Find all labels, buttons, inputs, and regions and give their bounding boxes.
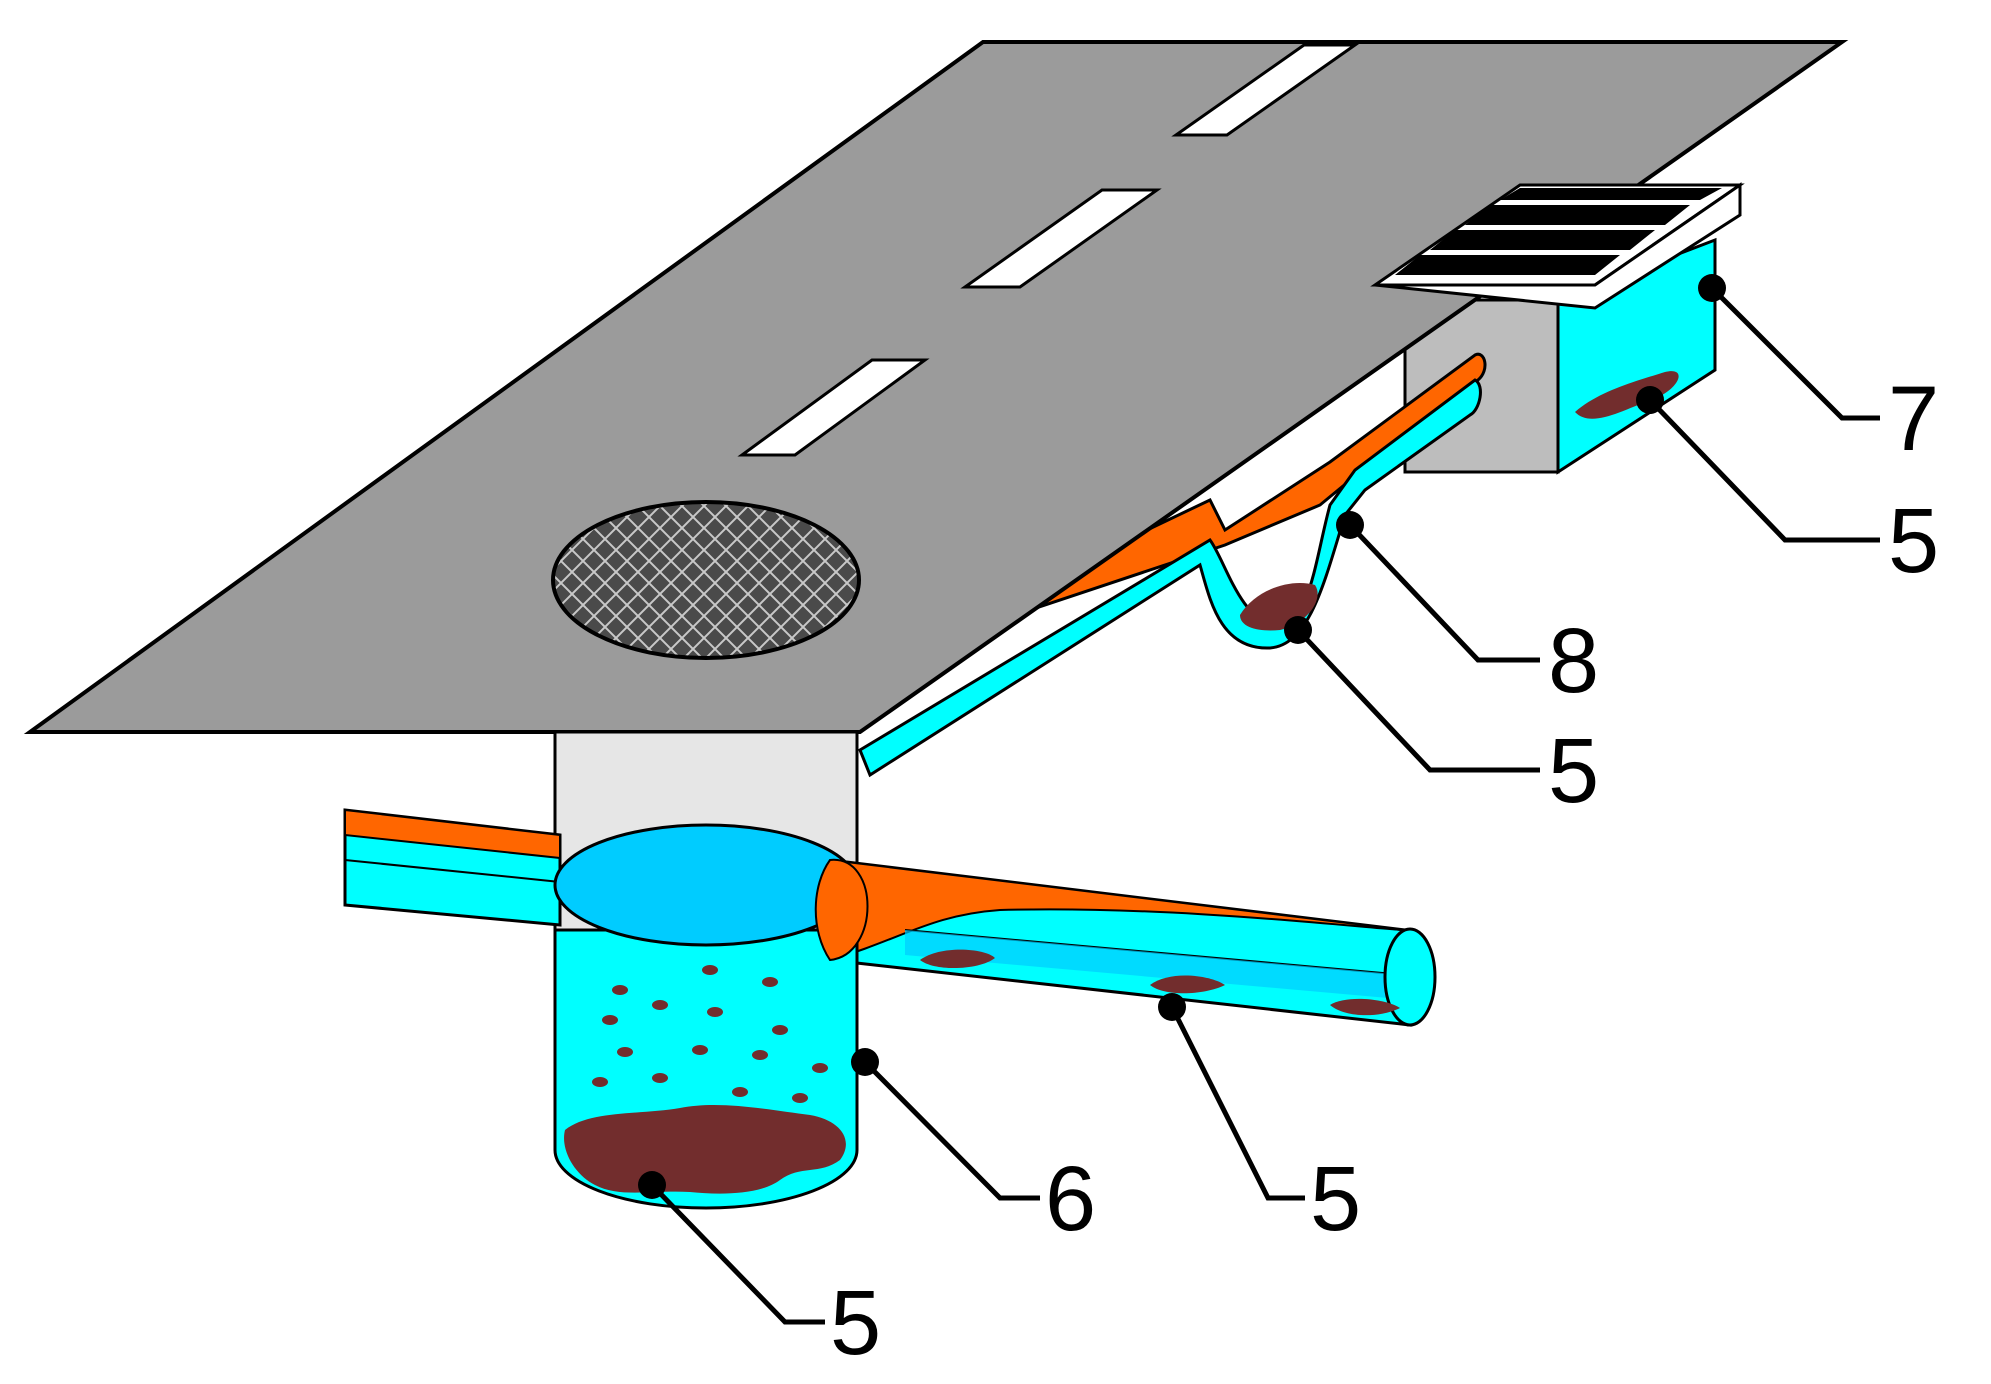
lane-marking [737,358,930,457]
sewer-outlet-wall [829,858,1406,962]
sewer-outlet-opening [1383,927,1437,1027]
callout-trap-sediment: 5 [1284,616,1599,822]
road-deck [23,40,1849,734]
grate-bar [1500,188,1722,200]
grate-bar [1430,230,1655,250]
callout-label: 7 [1888,368,1939,470]
callouts: 7 5 8 5 6 5 [638,274,1939,1374]
gully-box-sediment [1575,371,1679,419]
manhole-water-surface [553,823,859,947]
callout-label: 6 [1045,1148,1096,1250]
callout-leader [650,1183,825,1325]
callout-label: 8 [1548,610,1599,712]
callout-label: 5 [830,1272,881,1374]
sewer-sediment [1150,975,1225,994]
callout-leader [1296,628,1540,773]
manhole-outlet-wall [814,858,869,962]
suspended-particles [592,965,828,1103]
sewer-inlet-wall [344,808,561,860]
callout-leader [1348,523,1540,663]
manhole-water [553,823,869,1210]
connection-pipe-wall [998,352,1487,623]
callout-sewer-sediment: 5 [1158,993,1361,1250]
sewer-sediment [1330,998,1400,1016]
callout-leader [1648,398,1880,543]
callout-label: 5 [1548,720,1599,822]
callout-manhole-sediment: 5 [638,1171,881,1374]
callout-leader [1710,286,1880,421]
manhole-cover [551,500,861,660]
callout-gully-sediment: 5 [1636,386,1939,592]
callout-label: 5 [1888,490,1939,592]
callout-leader [1169,1005,1305,1201]
callout-gully-box: 7 [1698,274,1939,470]
storm-inlet-grate [1370,182,1745,310]
sewer-sediment [920,949,995,969]
lane-marking [960,188,1162,289]
lane-marking [1171,43,1360,137]
grate-rim-front [1374,182,1742,310]
grate-bar [1465,205,1690,225]
road-surface [23,40,1849,734]
callout-leader [863,1060,1040,1201]
manhole-sediment [564,1105,846,1194]
callout-connection-pipe: 8 [1336,511,1599,712]
main-sewer-pipe [343,808,1437,1027]
callout-label: 5 [1310,1148,1361,1250]
callout-manhole: 6 [851,1048,1096,1250]
grate-bar [1395,255,1620,275]
